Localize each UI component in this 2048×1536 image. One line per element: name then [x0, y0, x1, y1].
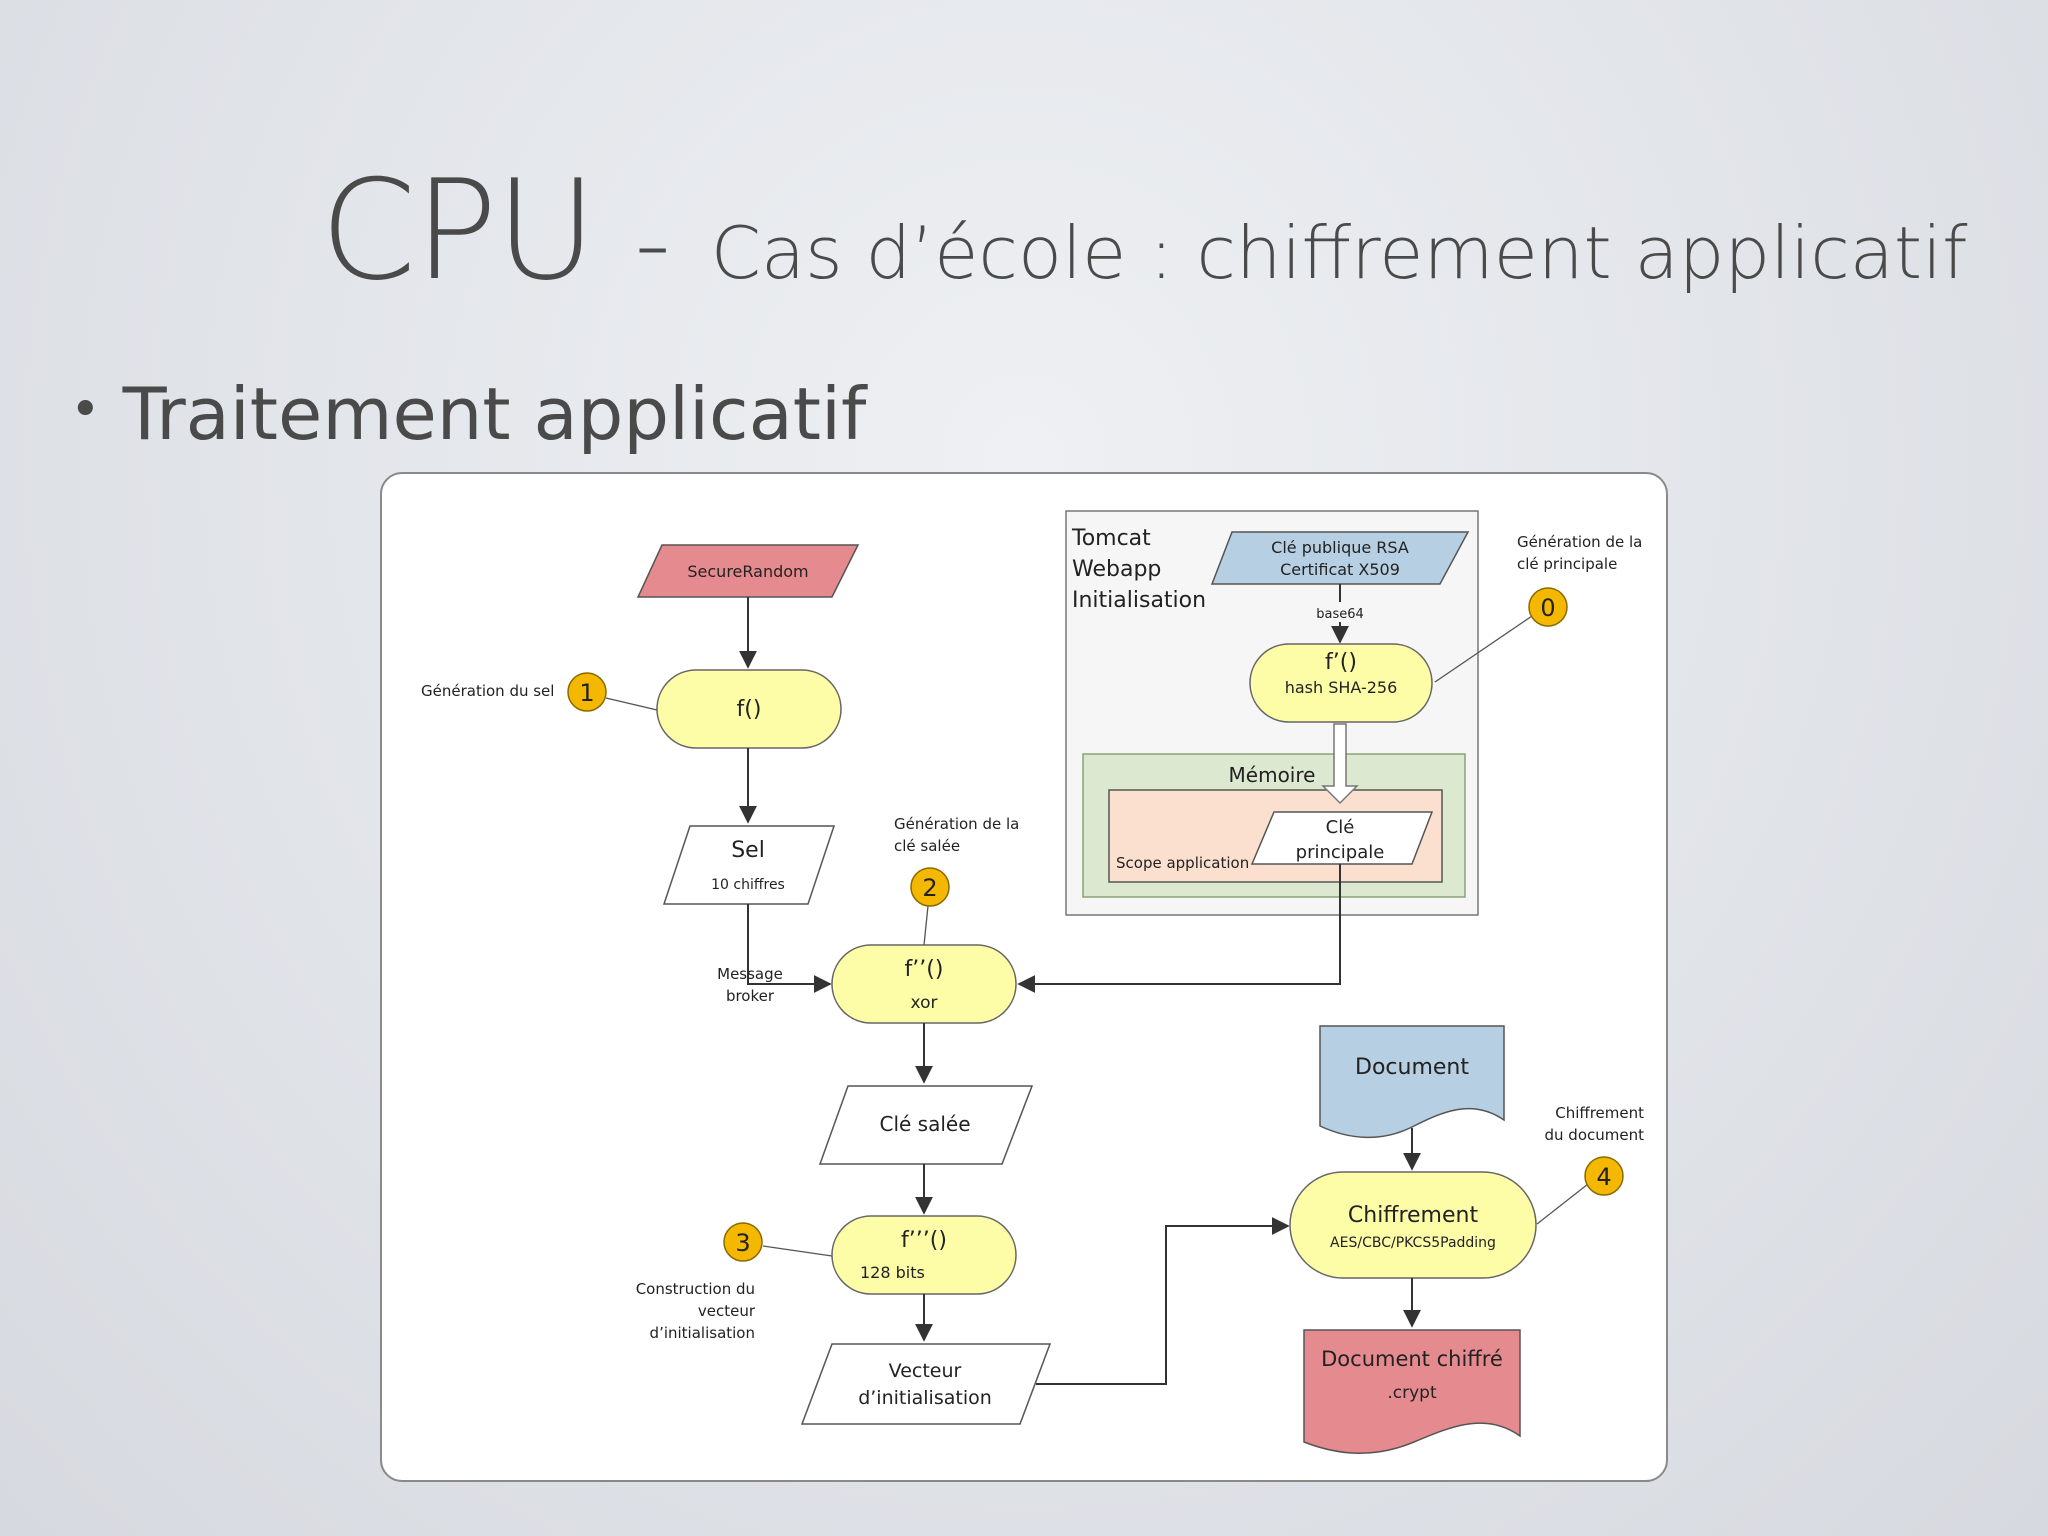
f-double-prime-sub: xor — [911, 993, 938, 1013]
vecteur-line1: Vecteur — [889, 1360, 962, 1382]
cle-publique-line2: Certificat X509 — [1280, 560, 1400, 579]
title-subtitle: Cas d’école : chiffrement applicatif — [710, 211, 1968, 295]
sel-title: Sel — [731, 838, 765, 863]
f-prime-sub: hash SHA-256 — [1285, 678, 1398, 697]
badge-3 — [723, 1222, 763, 1262]
sel-sub: 10 chiffres — [711, 877, 785, 893]
memoire-label: Mémoire — [1229, 763, 1316, 787]
vecteur-shape — [800, 1343, 1052, 1425]
message-broker-line2: broker — [726, 987, 775, 1005]
badge-1-label: 1 — [579, 679, 594, 707]
tomcat-label-1: Tomcat — [1071, 526, 1151, 551]
title-dash: - — [634, 185, 671, 302]
cle-salee-shape — [818, 1085, 1034, 1165]
document-shape — [1319, 1025, 1505, 1139]
vecteur-line2: d’initialisation — [858, 1387, 992, 1409]
tomcat-label-3: Initialisation — [1072, 588, 1206, 613]
base64-label: base64 — [1316, 607, 1364, 622]
annot-construction-1: Construction du — [636, 1280, 755, 1298]
badge-4-label: 4 — [1596, 1163, 1611, 1191]
badge-2 — [910, 867, 950, 907]
f-prime-process — [1249, 643, 1433, 723]
bullet-point: • Traitement applicatif — [70, 372, 866, 456]
cle-principale-line1: Clé — [1326, 817, 1355, 838]
f-triple-prime-title: f’’’() — [901, 1228, 947, 1253]
chiffrement-title: Chiffrement — [1348, 1203, 1479, 1228]
annot-gen-cle-principale-2: clé principale — [1517, 555, 1617, 573]
bullet-text: Traitement applicatif — [122, 372, 867, 456]
badge-0-label: 0 — [1540, 594, 1555, 622]
sel-shape — [662, 825, 836, 905]
f-label: f() — [737, 697, 762, 722]
f-triple-prime-sub: 128 bits — [860, 1263, 925, 1282]
document-chiffre-title: Document chiffré — [1321, 1347, 1503, 1371]
secure-random-label: SecureRandom — [687, 562, 808, 581]
chiffrement-sub: AES/CBC/PKCS5Padding — [1330, 1235, 1496, 1251]
annot-gen-cle-salee-2: clé salée — [894, 837, 960, 855]
cle-principale-shape — [1250, 811, 1434, 865]
f-double-prime-title: f’’() — [905, 957, 944, 982]
cle-publique-shape — [1210, 531, 1470, 585]
message-broker-line1: Message — [717, 965, 783, 983]
cle-publique-line1: Clé publique RSA — [1271, 538, 1409, 557]
tomcat-label-2: Webapp — [1072, 557, 1161, 582]
hollow-arrow-icon — [1321, 723, 1359, 805]
secure-random-shape — [636, 544, 860, 598]
cle-principale-line2: principale — [1296, 842, 1385, 863]
annot-construction-2: vecteur — [698, 1302, 756, 1320]
f-prime-title: f’() — [1325, 650, 1357, 675]
annot-chiffrement-doc-1: Chiffrement — [1555, 1104, 1644, 1122]
document-chiffre-shape — [1303, 1329, 1521, 1454]
badge-2-label: 2 — [922, 874, 937, 902]
document-label: Document — [1355, 1055, 1469, 1080]
title-main: CPU — [320, 150, 597, 311]
diagram-frame: Tomcat Webapp Initialisation Mémoire Sco… — [380, 472, 1668, 1482]
annot-gen-cle-salee-1: Génération de la — [894, 815, 1019, 833]
cle-salee-label: Clé salée — [879, 1112, 970, 1136]
annot-chiffrement-doc-2: du document — [1545, 1126, 1645, 1144]
document-chiffre-sub: .crypt — [1387, 1383, 1437, 1403]
slide-title: CPU-Cas d’école : chiffrement applicatif — [320, 150, 1968, 311]
flowchart-diagram: Tomcat Webapp Initialisation Mémoire Sco… — [421, 510, 1645, 1454]
annot-gen-sel: Génération du sel — [421, 682, 554, 700]
badge-0 — [1528, 587, 1568, 627]
bullet-dot-icon: • — [70, 380, 101, 440]
annot-construction-3: d’initialisation — [650, 1324, 755, 1342]
scope-application-label: Scope application — [1116, 854, 1249, 872]
annot-gen-cle-principale-1: Génération de la — [1517, 533, 1642, 551]
badge-1 — [567, 672, 607, 712]
badge-4 — [1584, 1156, 1624, 1196]
badge-3-label: 3 — [735, 1229, 750, 1257]
